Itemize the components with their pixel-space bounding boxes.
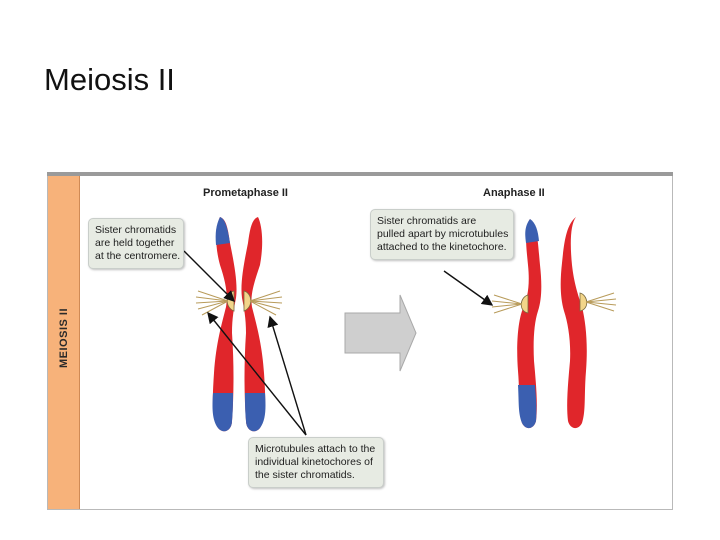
- prometaphase-chromosome: [195, 217, 283, 432]
- right-chromatid-blue-bottom: [245, 393, 266, 432]
- anaphase-left-kinetochore: [520, 294, 529, 314]
- anaphase-right-kinetochore: [579, 292, 588, 312]
- anaphase-left-chromatid: [517, 219, 542, 429]
- figure-top-border: [47, 172, 673, 176]
- callout-microtubules-line-2: individual kinetochores of: [255, 456, 373, 468]
- anaphase-left-blue-bottom: [518, 385, 537, 429]
- left-chromatid-blue-bottom: [212, 393, 233, 432]
- callout-centromere-line-3: at the centromere.: [95, 250, 181, 262]
- left-microtubules: [195, 290, 229, 316]
- prometaphase-title: Prometaphase II: [203, 187, 288, 199]
- callout-microtubules: Microtubules attach to the individual ki…: [248, 437, 384, 488]
- left-chromatid: [212, 217, 237, 432]
- anaphase-chromatids: [491, 217, 617, 429]
- anaphase-right-microtubules: [585, 292, 617, 312]
- callout-centromere: Sister chromatids are held together at t…: [88, 218, 184, 269]
- callout-pulled-apart: Sister chromatids are pulled apart by mi…: [370, 209, 514, 260]
- chromosome-illustration: [183, 217, 617, 436]
- meiosis-side-band: MEIOSIS II: [48, 173, 80, 509]
- callout-centromere-line-1: Sister chromatids: [95, 224, 177, 236]
- callout-microtubules-line-1: Microtubules attach to the: [255, 443, 376, 455]
- anaphase-right-chromatid: [560, 217, 587, 429]
- left-chromatid-blue-top: [215, 217, 230, 245]
- callout-pulled-line-3: attached to the kinetochore.: [377, 241, 507, 253]
- anaphase-left-blue-top: [525, 219, 539, 243]
- callout-centromere-line-2: are held together: [95, 237, 175, 249]
- centromere-pointer: [183, 250, 235, 302]
- callout-pulled-line-1: Sister chromatids are: [377, 215, 477, 227]
- anaphase-title: Anaphase II: [483, 187, 545, 199]
- microtubule-pointer-left: [207, 311, 307, 436]
- callout-microtubules-line-3: the sister chromatids.: [255, 469, 355, 481]
- slide-title: Meiosis II: [44, 62, 175, 97]
- meiosis-figure: MEIOSIS II Prometaphase II Anaphase II: [47, 172, 673, 510]
- anaphase-left-microtubules: [491, 294, 523, 314]
- microtubule-pointer-right: [267, 315, 307, 436]
- anaphase-pointer: [443, 270, 494, 306]
- phase-transition-arrow: [344, 294, 417, 372]
- callout-pulled-line-2: pulled apart by microtubules: [377, 228, 509, 240]
- right-microtubules: [249, 290, 283, 316]
